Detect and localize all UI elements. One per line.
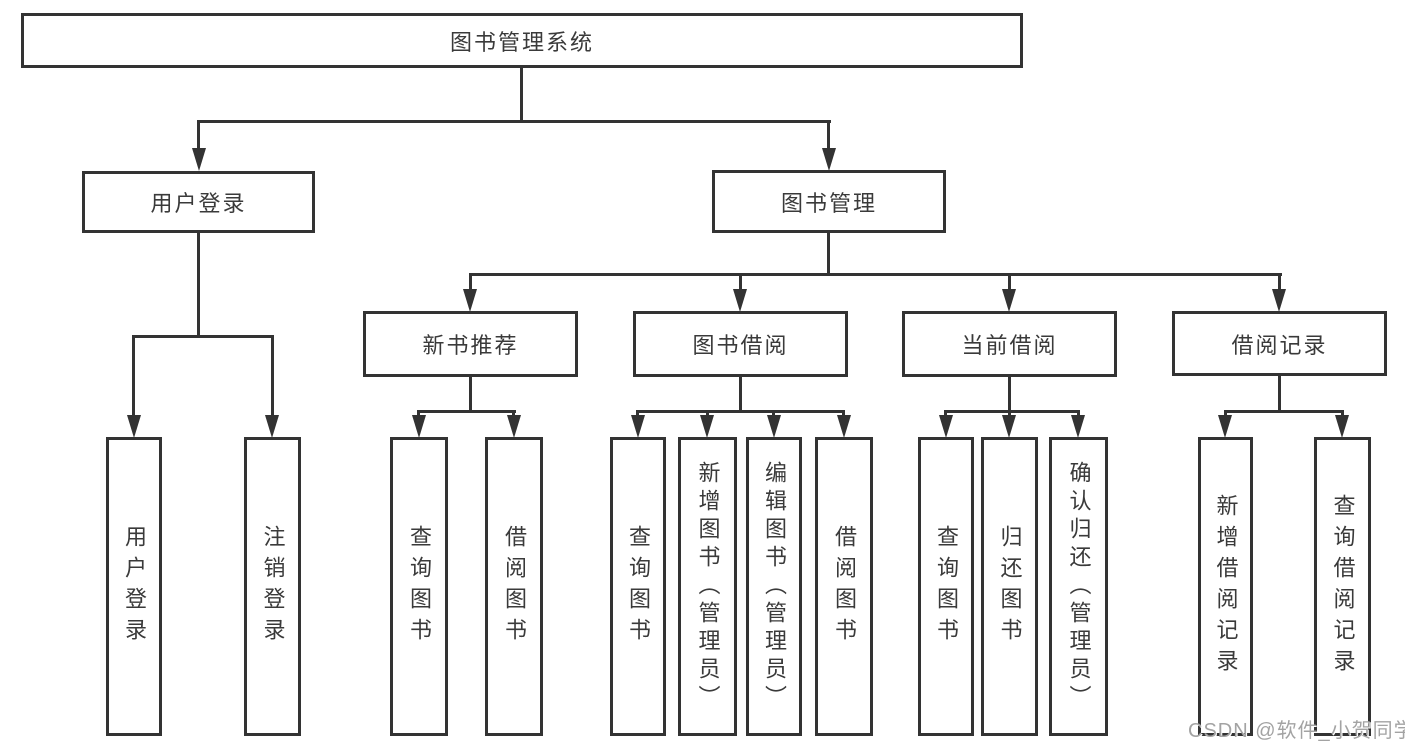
leaf-rec-borrow-book-label: 借阅图书 — [502, 524, 527, 649]
leaf-cur-query-book-label: 查询图书 — [934, 524, 959, 649]
arrow-to-cur-return-book — [1002, 415, 1016, 438]
leaf-rec-borrow-book: 借阅图书 — [485, 437, 543, 736]
leaf-logout: 注销登录 — [244, 437, 301, 736]
connector-leaf-logout-shaft — [271, 335, 274, 417]
leaf-rec-query-book: 查询图书 — [390, 437, 448, 736]
connector-book-borrow-shaft — [739, 273, 742, 291]
leaf-query-borrow-record-label: 查询借阅记录 — [1330, 493, 1356, 680]
leaf-bor-edit-book-label: 编辑图书（管理员） — [762, 460, 787, 713]
node-root: 图书管理系统 — [21, 13, 1023, 68]
leaf-logout-label: 注销登录 — [260, 524, 286, 649]
arrow-to-user-login — [192, 148, 206, 171]
arrow-to-bor-add-book — [700, 415, 714, 438]
leaf-bor-borrow-book-label: 借阅图书 — [832, 524, 857, 649]
leaf-bor-edit-book: 编辑图书（管理员） — [746, 437, 802, 736]
connector-rec-group-rail — [418, 410, 516, 413]
arrow-to-bor-query-book — [631, 415, 645, 438]
arrow-to-leaf-logout — [265, 415, 279, 438]
connector-level2-rail — [197, 120, 831, 123]
connector-borrow-records-stem — [1278, 376, 1281, 413]
arrow-to-book-borrow — [733, 289, 747, 312]
connector-leaf-user-login-shaft — [132, 335, 135, 417]
node-book-borrow: 图书借阅 — [633, 311, 848, 377]
node-book-borrow-label: 图书借阅 — [692, 333, 789, 358]
leaf-bor-query-book: 查询图书 — [610, 437, 666, 736]
leaf-cur-confirm-return-label: 确认归还（管理员） — [1066, 460, 1092, 713]
connector-current-borrow-stem — [1008, 377, 1011, 413]
arrow-to-leaf-user-login — [127, 415, 141, 438]
node-user-login: 用户登录 — [82, 171, 315, 233]
connector-user-login-shaft — [197, 120, 200, 150]
connector-root-stem — [520, 68, 523, 123]
connector-bor-edit-shaft — [772, 410, 775, 418]
connector-bor-add-shaft — [706, 410, 709, 418]
connector-borrow-group-rail — [636, 410, 845, 413]
connector-login-group-rail — [133, 335, 274, 338]
connector-records-add-shaft — [1224, 410, 1227, 418]
leaf-add-borrow-record: 新增借阅记录 — [1198, 437, 1253, 736]
connector-bor-borrow-shaft — [842, 410, 845, 418]
connector-bor-query-shaft — [636, 410, 639, 418]
node-current-borrow: 当前借阅 — [902, 311, 1117, 377]
connector-user-login-stem — [197, 233, 200, 338]
arrow-to-new-book-rec — [463, 289, 477, 312]
connector-book-borrow-stem — [739, 377, 742, 413]
connector-rec-query-shaft — [417, 410, 420, 418]
arrow-to-add-borrow-record — [1218, 415, 1232, 438]
connector-level3-rail — [469, 273, 1282, 276]
connector-book-mgmt-stem — [827, 233, 830, 276]
csdn-watermark: CSDN @软件_小贺同学 — [1188, 720, 1405, 742]
connector-new-book-rec-shaft — [469, 273, 472, 291]
leaf-bor-query-book-label: 查询图书 — [626, 524, 651, 649]
arrow-to-current-borrow — [1002, 289, 1016, 312]
connector-records-group-rail — [1224, 410, 1344, 413]
leaf-rec-query-book-label: 查询图书 — [407, 524, 432, 649]
connector-records-query-shaft — [1341, 410, 1344, 418]
connector-current-group-rail — [944, 410, 1080, 413]
node-root-label: 图书管理系统 — [449, 29, 594, 55]
leaf-user-login-label: 用户登录 — [122, 524, 147, 649]
node-user-login-label: 用户登录 — [150, 191, 247, 216]
arrow-to-book-mgmt — [822, 148, 836, 171]
leaf-add-borrow-record-label: 新增借阅记录 — [1213, 493, 1239, 680]
connector-book-mgmt-shaft — [827, 120, 830, 150]
node-book-mgmt: 图书管理 — [712, 170, 946, 233]
node-new-book-rec: 新书推荐 — [363, 311, 578, 377]
leaf-cur-confirm-return: 确认归还（管理员） — [1049, 437, 1108, 736]
node-current-borrow-label: 当前借阅 — [961, 333, 1058, 358]
node-borrow-records: 借阅记录 — [1172, 311, 1387, 376]
connector-borrow-records-shaft — [1278, 273, 1281, 291]
node-new-book-rec-label: 新书推荐 — [422, 333, 519, 358]
arrow-to-borrow-records — [1272, 289, 1286, 312]
leaf-cur-query-book: 查询图书 — [918, 437, 974, 736]
arrow-to-cur-confirm-return — [1071, 415, 1085, 438]
connector-cur-return-shaft — [1008, 410, 1011, 418]
arrow-to-bor-borrow-book — [837, 415, 851, 438]
arrow-to-bor-edit-book — [767, 415, 781, 438]
connector-current-borrow-shaft — [1008, 273, 1011, 291]
node-book-mgmt-label: 图书管理 — [780, 190, 877, 216]
arrow-to-rec-borrow-book — [507, 415, 521, 438]
node-borrow-records-label: 借阅记录 — [1231, 332, 1328, 358]
connector-rec-borrow-shaft — [512, 410, 515, 418]
connector-cur-confirm-shaft — [1077, 410, 1080, 418]
leaf-bor-add-book: 新增图书（管理员） — [678, 437, 737, 736]
leaf-query-borrow-record: 查询借阅记录 — [1314, 437, 1371, 736]
arrow-to-rec-query-book — [412, 415, 426, 438]
arrow-to-cur-query-book — [939, 415, 953, 438]
connector-cur-query-shaft — [944, 410, 947, 418]
leaf-cur-return-book: 归还图书 — [981, 437, 1038, 736]
leaf-bor-add-book-label: 新增图书（管理员） — [695, 460, 721, 713]
leaf-user-login: 用户登录 — [106, 437, 162, 736]
leaf-bor-borrow-book: 借阅图书 — [815, 437, 873, 736]
connector-new-book-rec-stem — [469, 377, 472, 413]
leaf-cur-return-book-label: 归还图书 — [997, 524, 1023, 649]
arrow-to-query-borrow-record — [1335, 415, 1349, 438]
